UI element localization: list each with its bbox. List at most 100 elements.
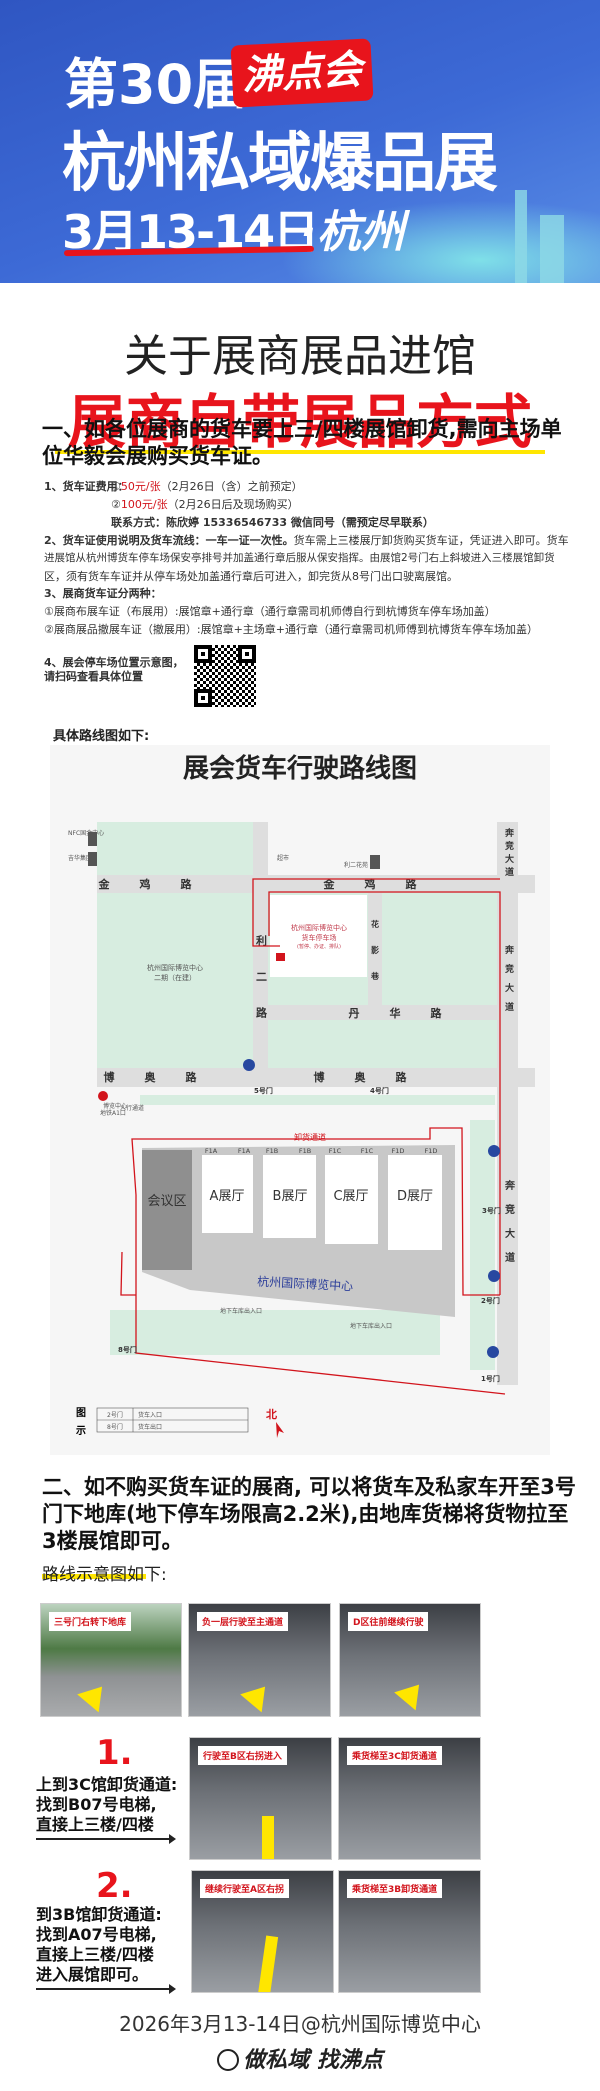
step2-line1: 到3B馆卸货通道: bbox=[36, 1905, 162, 1924]
truck-route-map: 展会货车行驶路线图 金鸡路 金鸡路 丹华路 博奥路 博奥路 利二路 花影巷 奔竞… bbox=[50, 745, 550, 1455]
dock-label: F1D bbox=[392, 1147, 405, 1155]
dock-label: F1B bbox=[266, 1147, 278, 1155]
unloading-channel-label: 卸货通道 bbox=[294, 1132, 326, 1142]
truck-lot-l1: 杭州国际博览中心 bbox=[291, 923, 347, 932]
heading-line2: 展商自带展品方式 bbox=[67, 388, 532, 456]
garage-entrance-2: 地下车库出入口 bbox=[350, 1322, 392, 1330]
fee1-note: （2月26日（含）之前预定） bbox=[160, 480, 303, 493]
hall-a bbox=[202, 1155, 253, 1233]
road-jinji-east: 金鸡路 bbox=[323, 877, 447, 891]
dock-label: F1D bbox=[425, 1147, 438, 1155]
hand-point-icon bbox=[217, 2049, 240, 2071]
step2-line2: 找到A07号电梯, bbox=[36, 1925, 157, 1944]
arrow-icon bbox=[77, 1677, 113, 1713]
contact: 联系方式：陈欣婷 15336546733 微信同号（需预定尽早联系） bbox=[111, 516, 434, 529]
meeting-zone bbox=[142, 1150, 192, 1270]
types-label: 3、展商货车证分两种： bbox=[44, 587, 162, 600]
hall-a-label: A展厅 bbox=[210, 1189, 245, 1204]
hall-b bbox=[263, 1155, 316, 1238]
dock-label: F1C bbox=[329, 1147, 342, 1155]
type1: ①展商布展车证（布展用）:展馆章+通行章（通行章需司机师傅自行到杭博货车停车场加… bbox=[44, 605, 496, 618]
route-photo-4: 行驶至B区右拐进入 bbox=[189, 1737, 332, 1860]
fee2-note: （2月26日后及现场购买） bbox=[167, 498, 299, 511]
arrow-icon bbox=[240, 1677, 276, 1713]
meeting-label: 会议区 bbox=[147, 1194, 186, 1209]
photo-caption: 行驶至B区右拐进入 bbox=[198, 1746, 287, 1765]
truck-route bbox=[120, 878, 506, 1395]
hall-d-label: D展厅 bbox=[397, 1189, 433, 1204]
fee1-price: 50元/张 bbox=[120, 480, 161, 493]
legend-title-l2: 示 bbox=[76, 1425, 86, 1437]
metro-l2: 地铁A1口 bbox=[100, 1109, 126, 1117]
gate-5: 5号门 bbox=[254, 1086, 273, 1095]
landmark-jihua: 吉华集团 bbox=[68, 854, 92, 862]
banner-city: ·杭州 bbox=[300, 207, 405, 258]
section2-title-line1: 二、如不购买货车证的展商, 可以将货车及私家车开至3号 bbox=[42, 1475, 576, 1499]
truck-lot-l2: 货车停车场 bbox=[302, 933, 337, 942]
legend-desc: 货车出口 bbox=[138, 1423, 162, 1431]
fee2: ②100元/张（2月26日后及现场购买） bbox=[111, 496, 299, 512]
truck-lot-l3: (暂停、办证、排队) bbox=[297, 943, 341, 950]
type2: ②展商展品撤展车证（撤展用）:展馆章+主场章+通行章（通行章需司机师傅到杭博货车… bbox=[44, 623, 538, 636]
step1-line1: 上到3C馆卸货通道: bbox=[36, 1775, 178, 1794]
legend-gate: 8号门 bbox=[107, 1423, 123, 1431]
gate-8: 8号门 bbox=[118, 1345, 137, 1354]
map-title: 展会货车行驶路线图 bbox=[183, 753, 417, 784]
phase2-l2: 二期（在建） bbox=[154, 973, 196, 982]
road-benjing-2: 奔竞大道 bbox=[503, 944, 515, 1021]
north-label: 北 bbox=[266, 1407, 277, 1421]
legend-table bbox=[96, 1407, 249, 1433]
road-jinji-west: 金鸡路 bbox=[98, 877, 222, 891]
landmark-lier-garden: 利二花苑 bbox=[344, 861, 368, 869]
heading-highlight bbox=[55, 450, 545, 454]
legend-gate: 2号门 bbox=[107, 1411, 123, 1419]
road-huaying: 花影巷 bbox=[370, 919, 380, 998]
photo-caption: 乘货梯至3B卸货通道 bbox=[347, 1879, 443, 1898]
step1-text: 上到3C馆卸货通道: 找到B07号电梯, 直接上三楼/四楼 bbox=[36, 1775, 177, 1835]
section1-title-line2: 位华毅会展购买货车证。 bbox=[42, 444, 273, 468]
route-photo-7: 乘货梯至3B卸货通道 bbox=[338, 1870, 481, 1993]
route-photo-2: 负一层行驶至主通道 bbox=[188, 1603, 331, 1717]
fee-label: 1、货车证费用： bbox=[44, 480, 129, 493]
map-svg: 展会货车行驶路线图 金鸡路 金鸡路 丹华路 博奥路 博奥路 利二路 花影巷 奔竞… bbox=[68, 753, 535, 1438]
dock-label: F1C bbox=[361, 1147, 374, 1155]
qr-caption-l1: 4、展会停车场位置示意图， bbox=[44, 656, 184, 669]
parking-icon bbox=[276, 953, 285, 961]
dock-label: F1A bbox=[238, 1147, 251, 1155]
fee2-price: 100元/张 bbox=[120, 498, 168, 511]
hall-c-label: C展厅 bbox=[333, 1189, 368, 1204]
usage-label: 2、货车证使用说明及货车流线：一车一证一次性。 bbox=[44, 534, 294, 547]
photo-caption: 三号门右转下地库 bbox=[49, 1612, 132, 1631]
photo-caption: 乘货梯至3C卸货通道 bbox=[347, 1746, 442, 1765]
usage-line1: 2、货车证使用说明及货车流线：一车一证一次性。货车需上三楼展厅卸货购买货车证，凭… bbox=[44, 532, 569, 548]
road-benjing-1: 奔竞大道 bbox=[503, 827, 515, 880]
step2-number: 2. bbox=[96, 1866, 133, 1906]
section1-title: 一、如各位展商的货车要上三/四楼展馆卸货,需向主场单 位华毅会展购买货车证。 bbox=[42, 416, 562, 470]
truck-parking-lot bbox=[270, 895, 367, 977]
route-sub: 路线示意图如下: bbox=[42, 1565, 167, 1585]
brand-badge: 沸点会 bbox=[230, 38, 374, 108]
road-benjing-3: 奔竞大道 bbox=[503, 1179, 516, 1276]
road-lier: 利二路 bbox=[255, 934, 268, 1043]
north-arrow-icon bbox=[276, 1422, 284, 1438]
step1-line3: 直接上三楼/四楼 bbox=[36, 1815, 154, 1834]
step2-line4: 进入展馆即可。 bbox=[36, 1965, 149, 1984]
fee2-mark: ② bbox=[111, 498, 121, 511]
fee1-mark: ① bbox=[111, 480, 121, 493]
edition: 第30届 bbox=[64, 53, 248, 116]
parking-qr-code[interactable] bbox=[192, 643, 258, 709]
gate-3: 3号门 bbox=[482, 1206, 501, 1215]
route-photo-3: D区往前继续行驶 bbox=[339, 1603, 481, 1717]
arrow-icon bbox=[257, 1935, 279, 1992]
banner-title: 杭州私域爆品展 bbox=[62, 127, 498, 201]
route-sub-highlight bbox=[42, 1574, 146, 1579]
step1-line2: 找到B07号电梯, bbox=[36, 1795, 157, 1814]
legend-title-l1: 图 bbox=[76, 1407, 86, 1419]
section2-title: 二、如不购买货车证的展商, 可以将货车及私家车开至3号 门下地库(地下停车场限高… bbox=[42, 1474, 576, 1555]
garage-entrance-1: 地下车库出入口 bbox=[220, 1307, 262, 1315]
hall-b-label: B展厅 bbox=[273, 1189, 308, 1204]
step1-number: 1. bbox=[96, 1733, 133, 1773]
footer-slogan: 做私域 找沸点 bbox=[0, 2042, 600, 2074]
section2-title-line3: 3楼展馆即可。 bbox=[42, 1529, 183, 1553]
route-intro: 具体路线图如下: bbox=[53, 729, 150, 744]
